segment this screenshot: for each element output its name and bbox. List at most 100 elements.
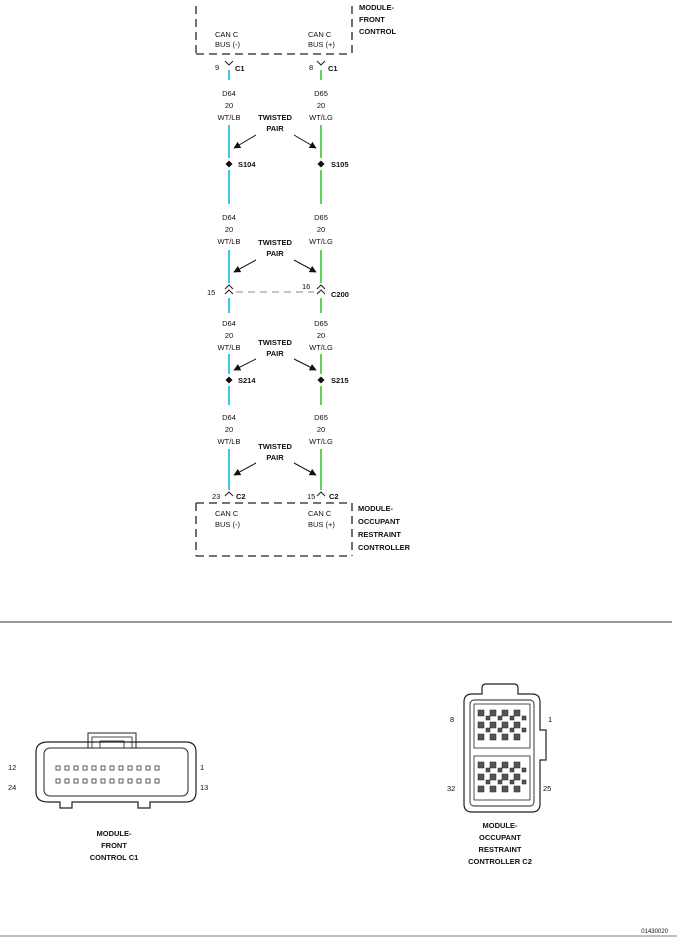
wire-left-gauge-1: 20	[225, 101, 233, 110]
c200-label: C200	[331, 290, 349, 299]
wire-right-color-4: WT/LG	[309, 437, 333, 446]
splices: S104 S105 S214 S215	[225, 160, 349, 385]
connector-c2-face-view: 8 1 32 25 MODULE- OCCUPANT RESTRAINT CON…	[447, 683, 552, 866]
twisted-pair-label-1b: PAIR	[266, 124, 284, 133]
splice-s104-label: S104	[238, 160, 256, 169]
c1-caption-1: MODULE-	[97, 829, 132, 838]
c1-caption-3: CONTROL C1	[90, 853, 139, 862]
c2-pin-25: 25	[543, 784, 551, 793]
pin-23: 23	[212, 492, 220, 501]
splice-s105-label: S105	[331, 160, 349, 169]
wire-left-color-2: WT/LB	[218, 237, 241, 246]
c1-pin-24: 24	[8, 783, 16, 792]
wire-right-gauge-2: 20	[317, 225, 325, 234]
splice-s105-dot	[317, 160, 325, 168]
wire-right-circuit-2: D65	[314, 213, 328, 222]
bottom-left-terminal-line2: BUS (-)	[215, 520, 241, 529]
twisted-pair-label-2: TWISTED	[258, 238, 292, 247]
module-front-control-box	[195, 6, 353, 55]
wire-right-gauge-3: 20	[317, 331, 325, 340]
wire-left-circuit-1: D64	[222, 89, 236, 98]
twisted-pair-arrow-2r	[293, 259, 317, 273]
splice-s104-dot	[225, 160, 233, 168]
wire-left-color-3: WT/LB	[218, 343, 241, 352]
svg-text:FRONT: FRONT	[359, 15, 385, 24]
c1-pin-12: 12	[8, 763, 16, 772]
connector-c2-left: C2	[236, 492, 246, 501]
module-occupant-restraint-box	[195, 502, 353, 557]
splice-s215-dot	[317, 376, 325, 384]
wire-right-circuit-3: D65	[314, 319, 328, 328]
twisted-pair-label-3: TWISTED	[258, 338, 292, 347]
svg-text:MODULE-: MODULE-	[358, 504, 393, 513]
twisted-pair-label-4: TWISTED	[258, 442, 292, 451]
c2-pin-8: 8	[450, 715, 454, 724]
wire-left-gauge-3: 20	[225, 331, 233, 340]
wire-right-gauge-4: 20	[317, 425, 325, 434]
top-left-terminal-line1: CAN C	[215, 30, 239, 39]
module-front-control-label: MODULE- FRONT CONTROL	[359, 3, 396, 36]
top-left-terminal-line2: BUS (-)	[215, 40, 241, 49]
twisted-pair-arrow-4r	[293, 462, 317, 476]
svg-text:OCCUPANT: OCCUPANT	[358, 517, 400, 526]
c200-pin-16: 16	[302, 282, 310, 291]
bottom-left-terminal-line1: CAN C	[215, 509, 239, 518]
wire-right-gauge-1: 20	[317, 101, 325, 110]
connector-c1-right: C1	[328, 64, 338, 73]
c1-pin-13: 13	[200, 783, 208, 792]
c1-pin-1: 1	[200, 763, 204, 772]
c2-pin-32: 32	[447, 784, 455, 793]
top-right-terminal-line1: CAN C	[308, 30, 332, 39]
wire-right-color-2: WT/LG	[309, 237, 333, 246]
wire-left-gauge-2: 20	[225, 225, 233, 234]
twisted-pair-annotations: TWISTED PAIR TWISTED PAIR TWISTED PAIR T…	[233, 113, 317, 476]
module-occupant-restraint-label: MODULE- OCCUPANT RESTRAINT CONTROLLER	[358, 504, 411, 552]
connector-c1-face-view: 12 1 24 13 MODULE- FRONT CONTROL C1	[8, 732, 208, 862]
twisted-pair-arrow-2l	[233, 259, 257, 273]
c2-caption-4: CONTROLLER C2	[468, 857, 532, 866]
twisted-pair-arrow-3l	[233, 358, 257, 371]
top-right-terminal-line2: BUS (+)	[308, 40, 335, 49]
bottom-right-terminal-line1: CAN C	[308, 509, 332, 518]
twisted-pair-arrow-1r	[293, 134, 317, 149]
twisted-pair-arrow-3r	[293, 358, 317, 371]
svg-text:RESTRAINT: RESTRAINT	[358, 530, 401, 539]
wire-left-circuit-3: D64	[222, 319, 236, 328]
twisted-pair-arrow-4l	[233, 462, 257, 476]
pin-9: 9	[215, 63, 219, 72]
svg-text:CONTROLLER: CONTROLLER	[358, 543, 411, 552]
splice-s214-label: S214	[238, 376, 256, 385]
pin-15: 15	[307, 492, 315, 501]
c2-caption-3: RESTRAINT	[479, 845, 522, 854]
connector-c2-right: C2	[329, 492, 339, 501]
svg-text:CONTROL: CONTROL	[359, 27, 396, 36]
c200-pin-15: 15	[207, 288, 215, 297]
inline-connector-c200: 15 16 C200	[207, 282, 349, 299]
wire-left-color-1: WT/LB	[218, 113, 241, 122]
twisted-pair-arrow-1l	[233, 134, 257, 149]
c1-pin-rows	[55, 765, 160, 784]
bottom-right-terminal-line2: BUS (+)	[308, 520, 335, 529]
wire-left-circuit-2: D64	[222, 213, 236, 222]
c2-pin-1: 1	[548, 715, 552, 724]
wire-right-circuit-4: D65	[314, 413, 328, 422]
twisted-pair-label-3b: PAIR	[266, 349, 284, 358]
c2-caption-1: MODULE-	[483, 821, 518, 830]
c1-caption-2: FRONT	[101, 841, 127, 850]
figure-id: 01430020	[641, 929, 668, 935]
twisted-pair-label-2b: PAIR	[266, 249, 284, 258]
splice-s215-label: S215	[331, 376, 349, 385]
wire-right-color-3: WT/LG	[309, 343, 333, 352]
c2-upper-cavities	[477, 709, 527, 741]
connector-c1-left: C1	[235, 64, 245, 73]
wire-left-gauge-4: 20	[225, 425, 233, 434]
wire-left-color-4: WT/LB	[218, 437, 241, 446]
wire-labels: D64 20 WT/LB D65 20 WT/LG D64 20 WT/LB D…	[218, 89, 334, 446]
twisted-pair-label-4b: PAIR	[266, 453, 284, 462]
pin-8: 8	[309, 63, 313, 72]
splice-s214-dot	[225, 376, 233, 384]
c2-lower-cavities	[477, 761, 527, 793]
c2-caption-2: OCCUPANT	[479, 833, 521, 842]
svg-text:MODULE-: MODULE-	[359, 3, 394, 12]
